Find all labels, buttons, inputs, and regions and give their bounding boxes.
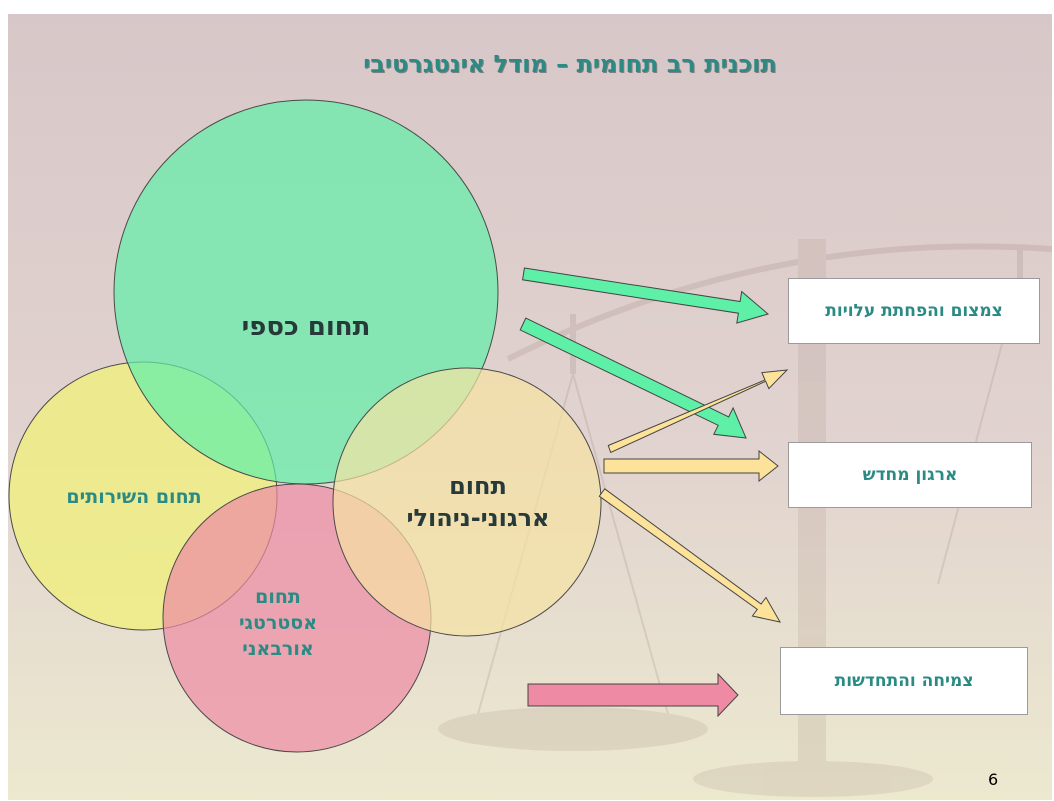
circle-label-financial: תחום כספי bbox=[241, 312, 371, 342]
circle-label-org-line-1: תחום bbox=[449, 472, 507, 500]
circle-label-urban-line-3: אורבאני bbox=[242, 638, 314, 660]
green-arrow-to-cost-reduction bbox=[522, 267, 770, 324]
circle-label-urban-strategic: תחום אסטרטגי אורבאני bbox=[208, 584, 348, 662]
pink-arrow-to-growth bbox=[527, 672, 739, 718]
circle-label-org-line-2: ארגוני-ניהולי bbox=[406, 504, 550, 532]
page-number: 6 bbox=[988, 770, 999, 789]
yellow-arrow-to-reorganization bbox=[603, 449, 779, 483]
slide: תוכנית רב תחומית – מודל אינטגרטיבי תחום … bbox=[8, 14, 1052, 800]
circle-label-services: תחום השירותים bbox=[66, 486, 202, 508]
circle-label-urban-line-2: אסטרטגי bbox=[238, 612, 318, 634]
yellow-arrow-up bbox=[607, 369, 789, 454]
box-cost-reduction-label: צמצום והפחתת עלויות bbox=[825, 301, 1003, 321]
circle-organizational bbox=[332, 367, 602, 637]
box-growth: צמיחה והתחדשות bbox=[780, 647, 1028, 715]
yellow-arrow-down bbox=[598, 488, 781, 623]
green-arrow-to-reorganization bbox=[519, 317, 747, 439]
slide-title: תוכנית רב תחומית – מודל אינטגרטיבי bbox=[363, 50, 777, 78]
box-reorganization: ארגון מחדש bbox=[788, 442, 1032, 508]
box-reorganization-label: ארגון מחדש bbox=[862, 465, 958, 485]
box-cost-reduction: צמצום והפחתת עלויות bbox=[788, 278, 1040, 344]
diagram-canvas bbox=[8, 14, 1052, 800]
circle-label-organizational: תחום ארגוני-ניהולי bbox=[358, 470, 598, 534]
box-growth-label: צמיחה והתחדשות bbox=[834, 671, 974, 691]
circle-label-urban-line-1: תחום bbox=[255, 586, 301, 608]
